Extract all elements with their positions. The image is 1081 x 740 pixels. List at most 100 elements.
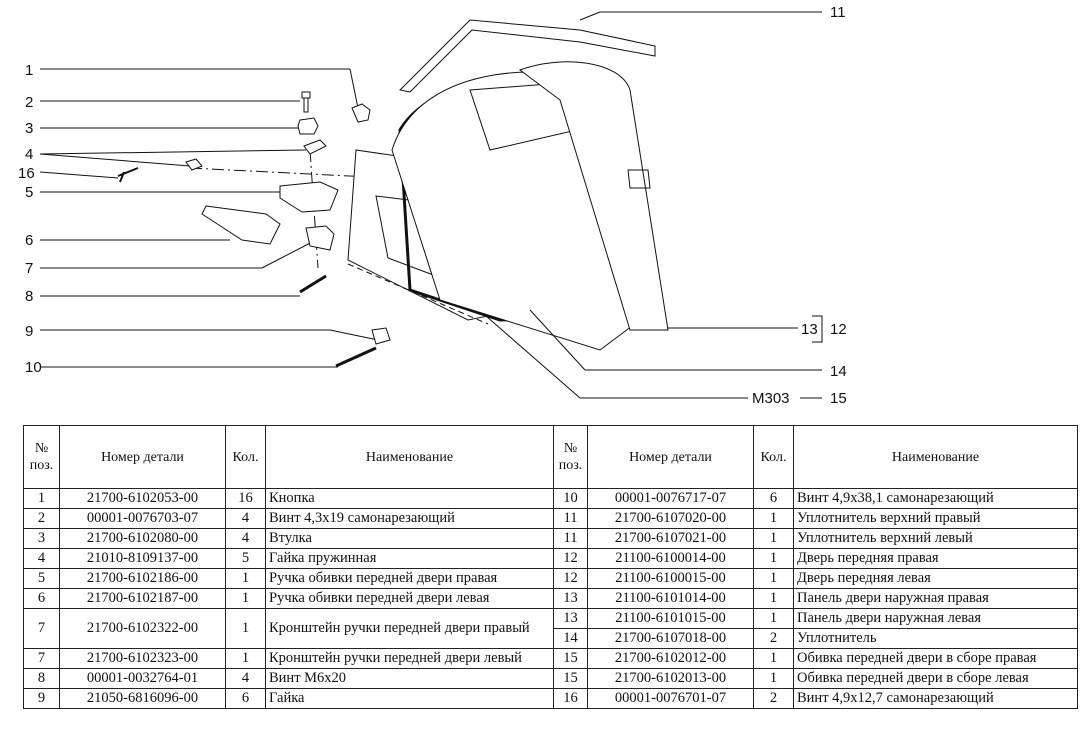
cell-right-part-number: 21100-6100014-00	[587, 548, 754, 569]
cell-left-part-number: 21700-6102187-00	[59, 588, 226, 609]
cell-right-qty: 2	[753, 628, 794, 649]
cell-left-qty: 6	[225, 688, 266, 709]
cell-right-qty: 1	[753, 548, 794, 569]
exploded-door-diagram: 1 2 3 4 16 5 6 7 8 9 10 11 13 12 14 M303…	[18, 4, 847, 407]
cell-left-pos: 1	[23, 488, 60, 509]
callout-m303: M303	[752, 390, 790, 407]
cell-right-qty: 1	[753, 668, 794, 689]
cell-right-name: Уплотнитель верхний правый	[793, 508, 1078, 529]
cell-right-name: Уплотнитель верхний левый	[793, 528, 1078, 549]
cell-left-qty: 5	[225, 548, 266, 569]
cell-left-name: Кронштейн ручки передней двери левый	[265, 648, 554, 669]
cell-right-part-number: 21100-6100015-00	[587, 568, 754, 589]
cell-right-qty: 1	[753, 608, 794, 629]
cell-right-pos: 15	[553, 648, 588, 669]
callout-8: 8	[25, 288, 33, 305]
cell-left-pos: 8	[23, 668, 60, 689]
cell-right-name: Панель двери наружная левая	[793, 608, 1078, 629]
cell-left-part-number: 21010-8109137-00	[59, 548, 226, 569]
cell-left-pos: 5	[23, 568, 60, 589]
cell-left-name: Гайка пружинная	[265, 548, 554, 569]
cell-left-qty: 1	[225, 588, 266, 609]
cell-left-qty: 4	[225, 668, 266, 689]
callout-2: 2	[25, 94, 33, 111]
callout-10: 10	[25, 359, 42, 376]
cell-right-name: Обивка передней двери в сборе левая	[793, 668, 1078, 689]
header-name: Наименование	[265, 425, 554, 489]
cell-right-part-number: 21100-6101015-00	[587, 608, 754, 629]
cell-left-part-number: 00001-0076703-07	[59, 508, 226, 529]
cell-left-pos: 3	[23, 528, 60, 549]
cell-right-qty: 1	[753, 648, 794, 669]
cell-right-pos: 12	[553, 568, 588, 589]
cell-right-name: Дверь передняя левая	[793, 568, 1078, 589]
cell-right-part-number: 00001-0076717-07	[587, 488, 754, 509]
cell-right-pos: 13	[553, 588, 588, 609]
cell-right-part-number: 21700-6102012-00	[587, 648, 754, 669]
cell-right-name: Винт 4,9x38,1 самонарезающий	[793, 488, 1078, 509]
cell-right-pos: 11	[553, 508, 588, 529]
cell-right-qty: 1	[753, 588, 794, 609]
callout-9: 9	[25, 323, 33, 340]
callout-13: 13	[801, 321, 818, 338]
cell-right-qty: 1	[753, 568, 794, 589]
callout-3: 3	[25, 120, 33, 137]
cell-right-part-number: 00001-0076701-07	[587, 688, 754, 709]
cell-right-part-number: 21700-6107020-00	[587, 508, 754, 529]
cell-left-name: Ручка обивки передней двери правая	[265, 568, 554, 589]
cell-left-qty: 1	[225, 568, 266, 589]
cell-right-pos: 11	[553, 528, 588, 549]
cell-left-qty: 4	[225, 528, 266, 549]
cell-left-name: Ручка обивки передней двери левая	[265, 588, 554, 609]
callout-1: 1	[25, 62, 33, 79]
cell-left-name: Винт 4,3x19 самонарезающий	[265, 508, 554, 529]
cell-right-pos: 15	[553, 668, 588, 689]
header-part-no: Номер детали	[587, 425, 754, 489]
cell-left-pos: 7	[23, 608, 60, 649]
cell-right-name: Обивка передней двери в сборе правая	[793, 648, 1078, 669]
cell-right-pos: 16	[553, 688, 588, 709]
callout-16: 16	[18, 165, 35, 182]
cell-left-pos: 7	[23, 648, 60, 669]
callout-5: 5	[25, 184, 33, 201]
cell-right-pos: 13	[553, 608, 588, 629]
cell-right-qty: 1	[753, 528, 794, 549]
cell-right-name: Дверь передняя правая	[793, 548, 1078, 569]
header-part-no: Номер детали	[59, 425, 226, 489]
header-name: Наименование	[793, 425, 1078, 489]
cell-right-part-number: 21100-6101014-00	[587, 588, 754, 609]
callout-12: 12	[830, 321, 847, 338]
cell-right-part-number: 21700-6107018-00	[587, 628, 754, 649]
callout-7: 7	[25, 260, 33, 277]
callout-11: 11	[830, 4, 846, 21]
cell-left-part-number: 21700-6102053-00	[59, 488, 226, 509]
callout-15: 15	[830, 390, 847, 407]
cell-left-part-number: 21700-6102322-00	[59, 608, 226, 649]
cell-left-pos: 6	[23, 588, 60, 609]
cell-left-part-number: 21050-6816096-00	[59, 688, 226, 709]
header-qty: Кол.	[225, 425, 266, 489]
cell-left-part-number: 21700-6102323-00	[59, 648, 226, 669]
cell-right-qty: 2	[753, 688, 794, 709]
cell-right-name: Винт 4,9x12,7 самонарезающий	[793, 688, 1078, 709]
cell-right-qty: 6	[753, 488, 794, 509]
cell-right-pos: 10	[553, 488, 588, 509]
cell-right-part-number: 21700-6102013-00	[587, 668, 754, 689]
cell-left-part-number: 21700-6102186-00	[59, 568, 226, 589]
callout-4: 4	[25, 146, 33, 163]
cell-left-name: Кнопка	[265, 488, 554, 509]
cell-left-pos: 9	[23, 688, 60, 709]
